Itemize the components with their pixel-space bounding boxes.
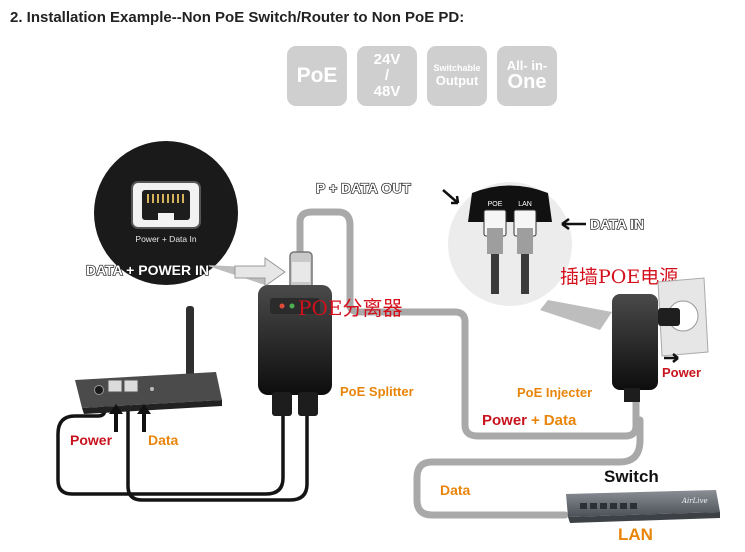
- port-caption-text: Power + Data In: [135, 234, 196, 244]
- p-data-out-arrow: [442, 189, 460, 205]
- data-in-label: DATA IN: [590, 216, 644, 232]
- power-data-label: Power+Data: [482, 412, 577, 429]
- power-plug-label: Power: [662, 365, 701, 380]
- poe-badge-text: PoE: [296, 63, 338, 87]
- data-power-in-arrow: [234, 257, 286, 287]
- switchable-badge-bottom: Output: [435, 72, 479, 88]
- voltage-badge-bottom: 48V: [373, 82, 401, 100]
- poe-port-label: POE: [488, 201, 503, 208]
- switch-brand-text: AirLive: [681, 497, 708, 505]
- switch-data-label: Data: [440, 482, 471, 498]
- poe-splitter: [258, 251, 332, 416]
- poe-badge: PoE: [287, 46, 347, 106]
- switch-device: AirLive: [566, 490, 720, 523]
- data-in-arrow: [561, 217, 586, 231]
- poe-injecter-label: PoE Injecter: [517, 385, 592, 400]
- lan-port-label: LAN: [518, 201, 532, 208]
- switch-title: Switch: [604, 467, 659, 486]
- cable-switch-data: [413, 416, 644, 519]
- lan-label: LAN: [618, 525, 653, 544]
- allinone-badge-top: All- in-: [506, 57, 548, 73]
- p-data-out-label: P + DATA OUT: [316, 180, 411, 196]
- switchable-badge-top: Switchable: [433, 63, 481, 74]
- switchable-output-badge: Switchable Output: [427, 46, 487, 106]
- router-arrows: [109, 404, 151, 432]
- plus-sign: +: [531, 412, 540, 429]
- cable-splitter-top: [296, 208, 640, 440]
- voltage-badge-slash: /: [384, 67, 390, 85]
- data-power-in-label: DATA + POWER IN: [86, 262, 209, 278]
- poe-splitter-label: PoE Splitter: [340, 384, 414, 399]
- power-word: Power: [482, 412, 527, 429]
- all-in-one-badge: All- in- One: [497, 46, 557, 106]
- zoom-connector: [540, 300, 612, 330]
- router-data-label: Data: [148, 432, 179, 448]
- router-power-label: Power: [70, 432, 113, 448]
- data-word: Data: [544, 412, 577, 429]
- poe-injector: [612, 294, 680, 402]
- injector-port-zoom: POE LAN: [448, 182, 572, 306]
- power-arrow: [664, 353, 679, 363]
- voltage-badge: 24V / 48V: [357, 46, 417, 106]
- cable-splitter-data: [126, 403, 309, 502]
- voltage-badge-top: 24V: [373, 51, 401, 69]
- router: [75, 306, 222, 414]
- injector-cn-label: 插墙POE电源: [560, 266, 678, 288]
- page-title: 2. Installation Example--Non PoE Switch/…: [10, 9, 465, 26]
- cables: [56, 208, 644, 519]
- cable-splitter-dc: [56, 396, 285, 496]
- splitter-cn-label: POE分离器: [298, 296, 402, 320]
- allinone-badge-bottom: One: [507, 71, 547, 94]
